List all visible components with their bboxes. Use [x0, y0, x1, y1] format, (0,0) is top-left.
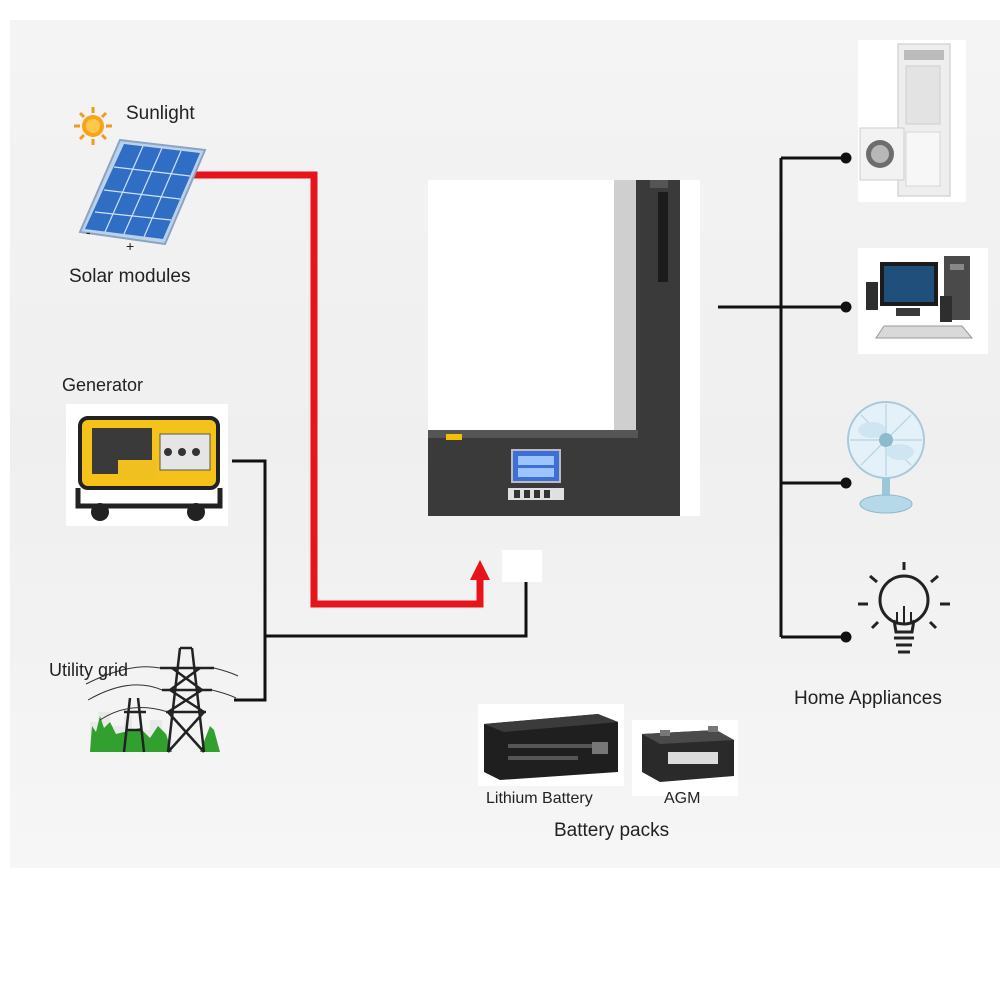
battery-packs-label: Battery packs — [554, 820, 670, 841]
fan-icon — [847, 401, 925, 514]
inverter-icon — [428, 180, 700, 582]
utility-grid-label: Utility grid — [49, 660, 129, 680]
agm-label: AGM — [664, 790, 701, 807]
generator-label: Generator — [62, 375, 144, 395]
ac-input-wires — [232, 459, 528, 702]
solar-plus-label: + — [126, 238, 135, 254]
light-bulb-icon — [858, 562, 950, 654]
utility-tower-icon — [85, 646, 239, 753]
output-wires — [718, 152, 852, 643]
arrow-up-icon — [470, 560, 490, 580]
computer-icon — [858, 248, 988, 354]
solar-wire — [190, 171, 490, 608]
air-conditioner-icon — [858, 40, 966, 202]
home-appliances-label: Home Appliances — [794, 688, 942, 709]
solar-modules-label: Solar modules — [69, 266, 191, 287]
sunlight-label: Sunlight — [126, 103, 195, 124]
solar-panel-icon — [78, 138, 207, 246]
agm-battery-icon — [632, 720, 738, 796]
generator-icon — [66, 404, 228, 526]
lithium-battery-icon — [478, 704, 624, 786]
solar-minus-label: - — [86, 224, 91, 240]
lithium-battery-label: Lithium Battery — [486, 790, 593, 807]
sun-icon — [74, 107, 112, 145]
